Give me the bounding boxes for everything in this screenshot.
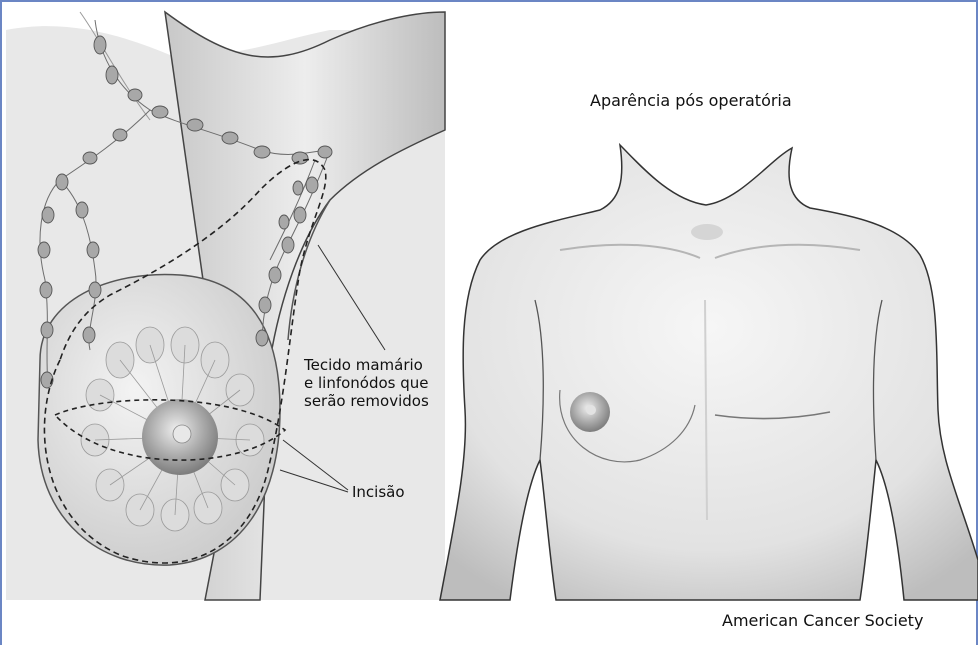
tissue-label-line-2: e linfonódos que [304, 374, 429, 392]
nipple [173, 425, 191, 443]
credit-label: American Cancer Society [722, 612, 923, 630]
tissue-label: Tecido mamário e linfonódos que serão re… [304, 356, 429, 410]
figure-title: Aparência pós operatória [590, 92, 792, 110]
right-torso-illustration [440, 145, 978, 600]
tissue-label-line-3: serão removidos [304, 392, 429, 410]
incision-label: Incisão [352, 483, 405, 501]
remaining-nipple [586, 405, 596, 415]
left-breast-illustration [6, 12, 445, 600]
torso-shape [440, 145, 978, 600]
tissue-label-line-1: Tecido mamário [304, 356, 429, 374]
